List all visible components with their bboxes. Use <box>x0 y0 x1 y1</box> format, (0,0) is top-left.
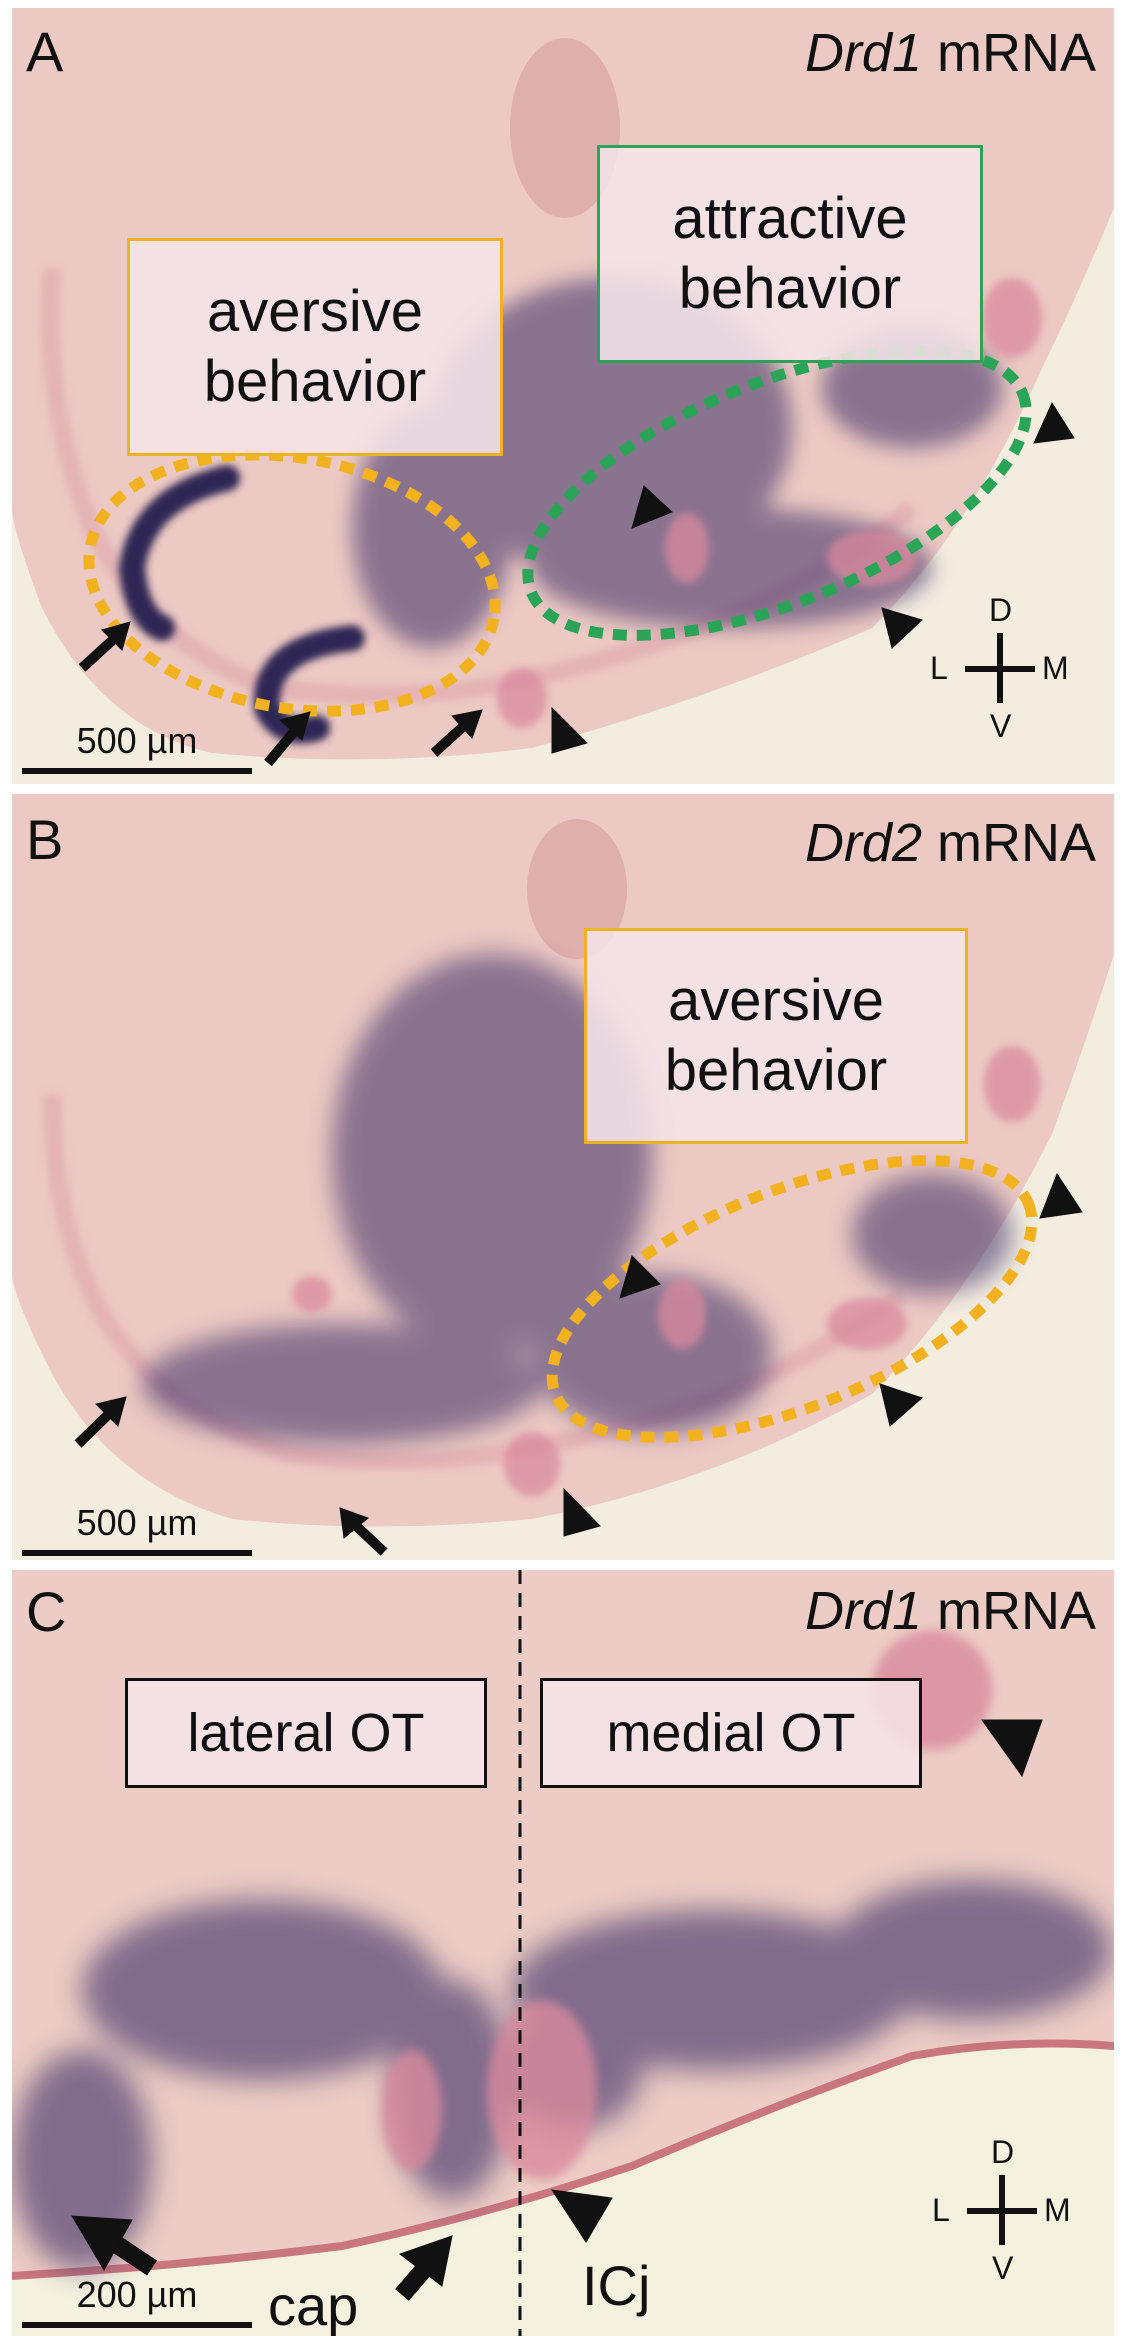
label-line-1: aversive <box>207 279 423 345</box>
aversive-behavior-label: aversive behavior <box>584 928 968 1144</box>
aversive-behavior-label: aversive behavior <box>127 238 503 456</box>
label-line-2: behavior <box>203 349 427 414</box>
gene-name: Drd2 <box>804 813 922 873</box>
panel-b: B Drd2 mRNA aversive behavior 500 µm <box>12 794 1114 1560</box>
panel-b-letter: B <box>26 808 64 871</box>
scale-line <box>22 2322 252 2328</box>
panel-a: A Drd1 mRNA aversive behavior attractive… <box>12 8 1114 784</box>
panel-c-scale-bar: 200 µm <box>22 2274 252 2328</box>
label-line-1: attractive <box>672 186 908 252</box>
scale-label: 200 µm <box>76 2274 198 2315</box>
label-text: lateral OT <box>187 1702 425 1763</box>
compass-d: D <box>989 592 1013 628</box>
compass-v: V <box>990 708 1012 744</box>
label-text: medial OT <box>606 1702 856 1763</box>
arrowhead-icon <box>551 706 588 754</box>
gene-suffix: mRNA <box>922 23 1096 83</box>
panel-a-micrograph <box>12 8 1114 784</box>
scale-line <box>22 768 252 774</box>
compass-m: M <box>1044 2192 1071 2228</box>
arrowhead-icon <box>631 485 673 529</box>
panel-c: C Drd1 mRNA lateral OT medial OT cap ICj… <box>12 1570 1114 2336</box>
label-line-1: aversive <box>668 968 884 1034</box>
gene-suffix: mRNA <box>922 813 1096 873</box>
scale-line <box>22 1550 252 1556</box>
panel-c-letter: C <box>26 1580 67 1643</box>
panel-b-gene-label: Drd2 mRNA <box>805 816 1096 870</box>
compass-l: L <box>932 2192 950 2228</box>
panel-b-micrograph <box>12 794 1114 1560</box>
panel-c-orientation-compass: D L M V <box>922 2130 1082 2290</box>
panel-b-scale-bar: 500 µm <box>22 1502 252 1556</box>
compass-l: L <box>930 650 948 686</box>
lateral-ot-label: lateral OT <box>125 1678 487 1788</box>
panel-a-gene-label: Drd1 mRNA <box>805 26 1096 80</box>
panel-a-letter: A <box>26 20 64 83</box>
medial-ot-label: medial OT <box>540 1678 922 1788</box>
gene-suffix: mRNA <box>922 1581 1096 1641</box>
gene-name: Drd1 <box>804 1581 922 1641</box>
panel-a-orientation-compass: D L M V <box>920 588 1080 748</box>
compass-v: V <box>992 2250 1014 2286</box>
cap-label: cap <box>268 2274 359 2336</box>
icj-label: ICj <box>582 2254 651 2317</box>
panel-a-scale-bar: 500 µm <box>22 720 252 774</box>
compass-d: D <box>991 2134 1015 2170</box>
compass-m: M <box>1042 650 1069 686</box>
label-line-2: behavior <box>664 1038 888 1103</box>
panel-c-gene-label: Drd1 mRNA <box>805 1584 1096 1638</box>
attractive-behavior-label: attractive behavior <box>597 145 983 363</box>
gene-name: Drd1 <box>804 23 922 83</box>
scale-label: 500 µm <box>76 720 198 761</box>
arrowhead-icon <box>1033 401 1075 444</box>
label-line-2: behavior <box>678 256 902 321</box>
arrowhead-icon <box>881 607 923 649</box>
scale-label: 500 µm <box>76 1502 198 1543</box>
